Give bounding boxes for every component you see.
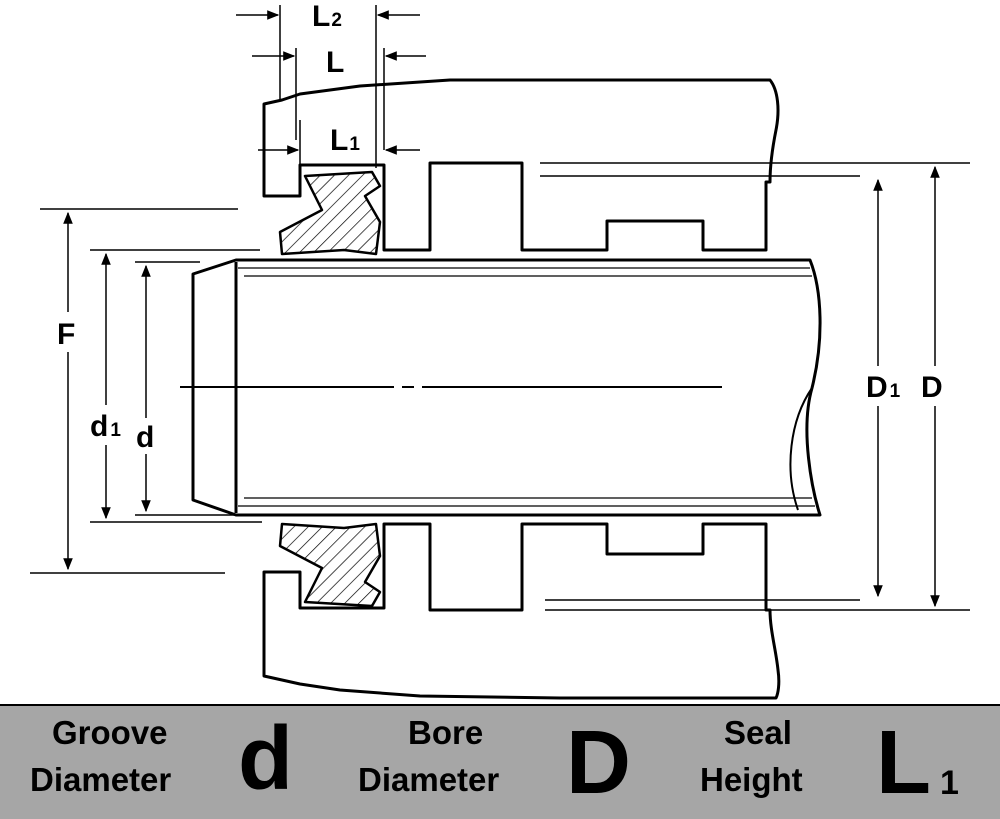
seal-height-symbol-subscript: 1: [940, 764, 959, 802]
groove-diameter-line2: Diameter: [30, 761, 172, 798]
bore-diameter-line1: Bore: [408, 714, 484, 751]
legend-footer: Groove Diameter d Bore Diameter D Seal H…: [0, 704, 1000, 819]
dimension-F-label: F: [57, 318, 75, 351]
bore-diameter-line2: Diameter: [358, 761, 500, 798]
dimension-L2-label: L2: [312, 0, 342, 33]
dimension-L-label: L: [326, 46, 344, 79]
seal-height-symbol: L: [876, 713, 931, 813]
housing-lower: [262, 522, 781, 700]
groove-diameter-symbol: d: [238, 709, 293, 809]
seal-upper: [278, 170, 382, 256]
seal-height-line1: Seal: [724, 714, 792, 751]
dimension-d-label: d: [136, 421, 154, 454]
seal-height-line2: Height: [700, 761, 803, 798]
bore-diameter-symbol: D: [566, 713, 631, 813]
dimension-L1-label: L1: [330, 124, 360, 157]
housing-upper: [262, 78, 780, 252]
groove-diameter-legend: Groove Diameter d: [0, 706, 330, 819]
groove-diameter-line1: Groove: [52, 714, 168, 751]
seal-lower: [278, 522, 382, 608]
seal-height-legend: Seal Height L 1: [660, 706, 1000, 819]
bore-diameter-legend: Bore Diameter D: [330, 706, 660, 819]
dimension-D-label: D: [921, 371, 943, 404]
